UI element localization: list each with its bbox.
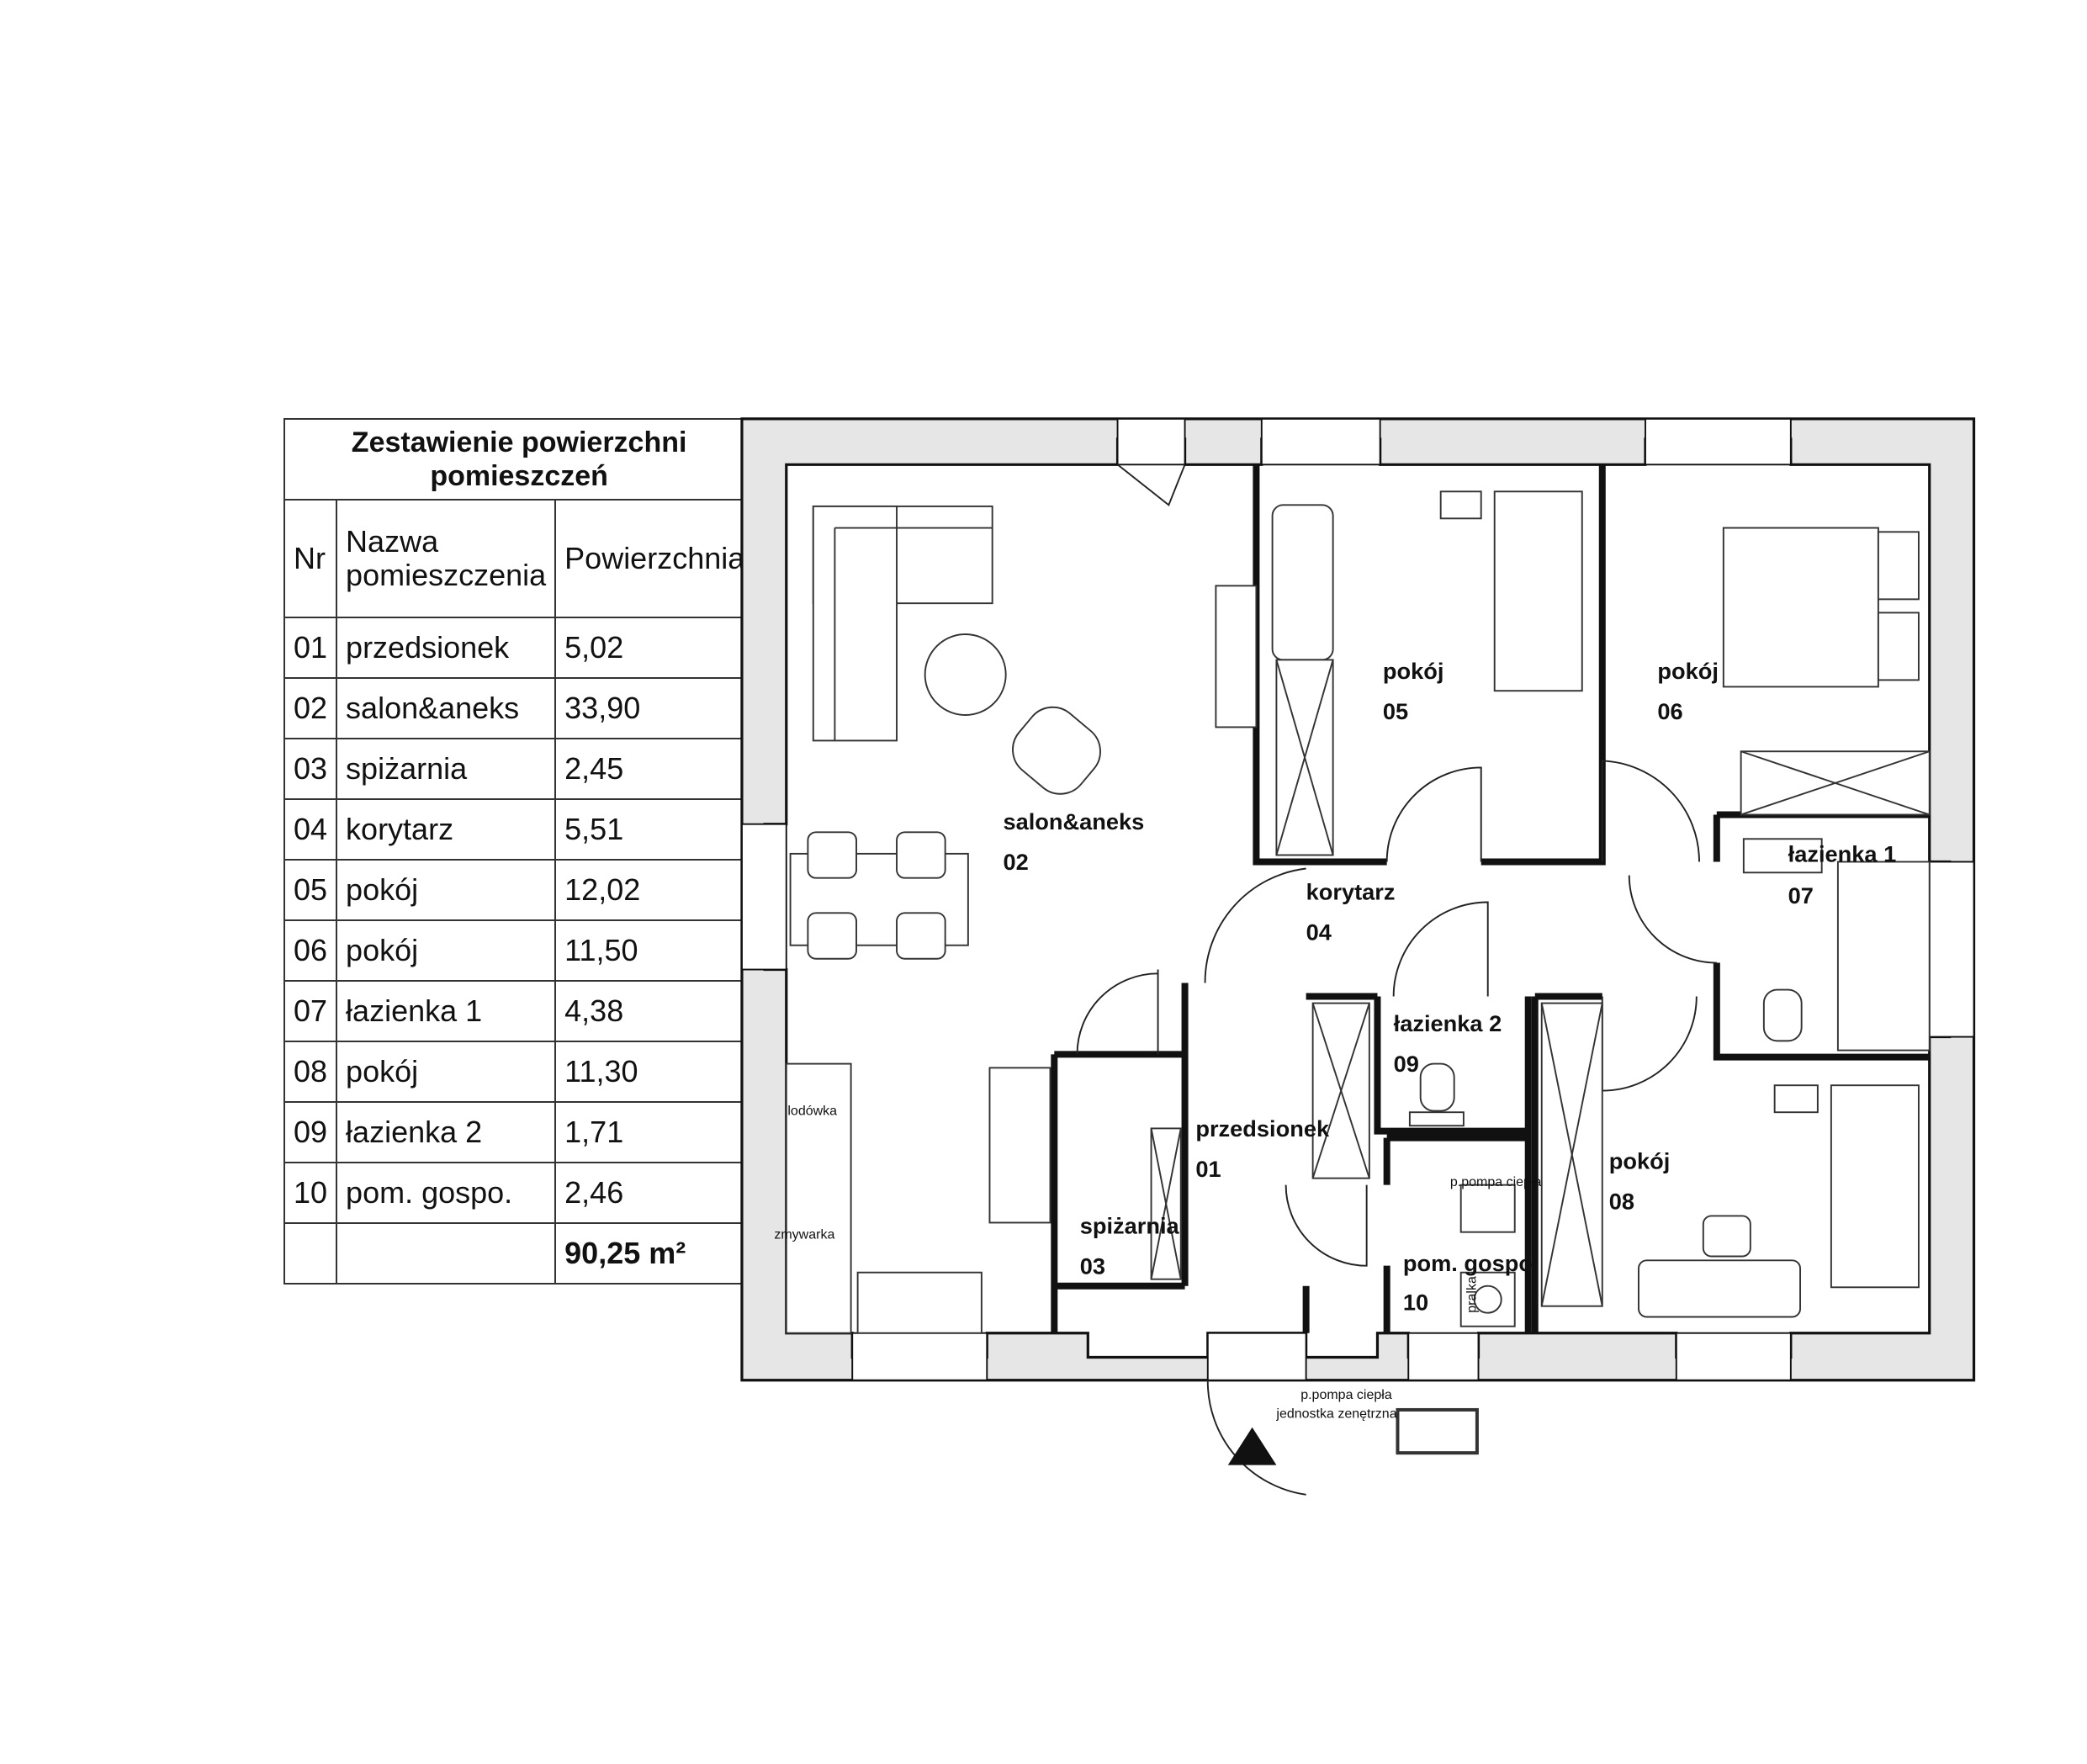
room-03-nr: 03 [1080, 1253, 1105, 1279]
cell-area: 1,71 [554, 1101, 755, 1163]
room-labels: salon&aneks 02 pokój 05 pokój 06 łazienk… [1003, 658, 1896, 1316]
kitchen-counter [785, 1062, 852, 1334]
windows [740, 417, 1975, 1381]
toilet [1762, 988, 1803, 1042]
toilet [1419, 1062, 1455, 1112]
room-07-nr: 07 [1788, 882, 1814, 908]
dishwasher-label: zmywarka [774, 1228, 834, 1242]
cell-name: salon&aneks [336, 677, 557, 739]
cell-area: 11,50 [554, 919, 755, 982]
room-09-nr: 09 [1394, 1051, 1419, 1077]
cell-area: 33,90 [554, 677, 755, 739]
cell-name: łazienka 2 [336, 1101, 557, 1163]
cell-name: korytarz [336, 798, 557, 861]
coffee-table [924, 633, 1007, 716]
room-07-name: łazienka 1 [1788, 840, 1897, 866]
washer-label: pralka [1465, 1276, 1479, 1313]
table-title: Zestawienie powierzchni pomieszczeń [283, 418, 755, 501]
cell-nr: 02 [283, 677, 338, 739]
cell-nr: 01 [283, 617, 338, 679]
cell-nr: 05 [283, 859, 338, 921]
room-10-name: pom. gospo. [1403, 1250, 1539, 1276]
room-04-nr: 04 [1306, 919, 1332, 945]
cell-nr: 06 [283, 919, 338, 982]
furniture [785, 490, 1931, 1455]
cell-area: 4,38 [554, 980, 755, 1042]
cell-nr: 08 [283, 1041, 338, 1103]
total-area: 90,25 m² [554, 1222, 755, 1285]
cell-name: łazienka 1 [336, 980, 557, 1042]
cell-nr: 10 [283, 1162, 338, 1224]
cell-area: 2,46 [554, 1162, 755, 1224]
heat-pump-outer-unit [1396, 1407, 1479, 1455]
header-name: Nazwa pomieszczenia [336, 499, 557, 618]
bathtub [1836, 861, 1931, 1052]
room-04-name: korytarz [1306, 878, 1396, 904]
desk [1638, 1259, 1802, 1318]
room-10-nr: 10 [1403, 1290, 1428, 1316]
bed [1493, 490, 1583, 692]
cell-nr: 09 [283, 1101, 338, 1163]
header-nr: Nr [283, 499, 338, 618]
bed [1830, 1084, 1920, 1289]
room-01-nr: 01 [1195, 1156, 1221, 1182]
room-02-nr: 02 [1003, 849, 1028, 875]
cell-name: pokój [336, 859, 557, 921]
heat-pump-inner-label: p.pompa ciepła [1450, 1175, 1542, 1189]
heat-pump-inner [1459, 1184, 1516, 1233]
desk [1271, 504, 1334, 661]
room-03-name: spiżarnia [1080, 1212, 1180, 1238]
cell-area: 11,30 [554, 1041, 755, 1103]
interior-walls [1051, 464, 1930, 1333]
heat-pump-outer-sublabel: jednostka zenętrzna [1275, 1407, 1396, 1422]
cell-area: 5,51 [554, 798, 755, 861]
annotations: lodówka zmywarka p.pompa ciepła pralka p… [774, 1104, 1541, 1421]
cell-name: pokój [336, 1041, 557, 1103]
room-05-nr: 05 [1383, 698, 1408, 724]
room-05-name: pokój [1383, 658, 1444, 684]
sofa [812, 505, 898, 742]
heat-pump-outer-label: p.pompa ciepła [1300, 1388, 1392, 1402]
fridge-label: lodówka [787, 1104, 837, 1118]
room-06-name: pokój [1657, 658, 1719, 684]
door-swings [1076, 464, 1717, 1496]
cell-nr: 04 [283, 798, 338, 861]
room-01-name: przedsionek [1195, 1115, 1330, 1142]
entrance-marker-icon [1227, 1427, 1277, 1465]
area-summary-table: Zestawienie powierzchni pomieszczeń Nr N… [283, 418, 755, 1285]
room-08-name: pokój [1609, 1147, 1671, 1173]
cell-name: pom. gospo. [336, 1162, 557, 1224]
bed [1722, 527, 1879, 688]
room-09-name: łazienka 2 [1394, 1010, 1502, 1036]
total-empty [283, 1222, 338, 1285]
cell-name: przedsionek [336, 617, 557, 679]
cell-name: spiżarnia [336, 738, 557, 800]
total-empty [336, 1222, 557, 1285]
room-02-name: salon&aneks [1003, 808, 1144, 834]
armchair [1012, 706, 1101, 795]
cell-nr: 07 [283, 980, 338, 1042]
room-06-nr: 06 [1657, 698, 1682, 724]
header-area: Powierzchnia [554, 499, 755, 618]
cell-area: 2,45 [554, 738, 755, 800]
cell-name: pokój [336, 919, 557, 982]
cell-nr: 03 [283, 738, 338, 800]
room-08-nr: 08 [1609, 1188, 1634, 1214]
